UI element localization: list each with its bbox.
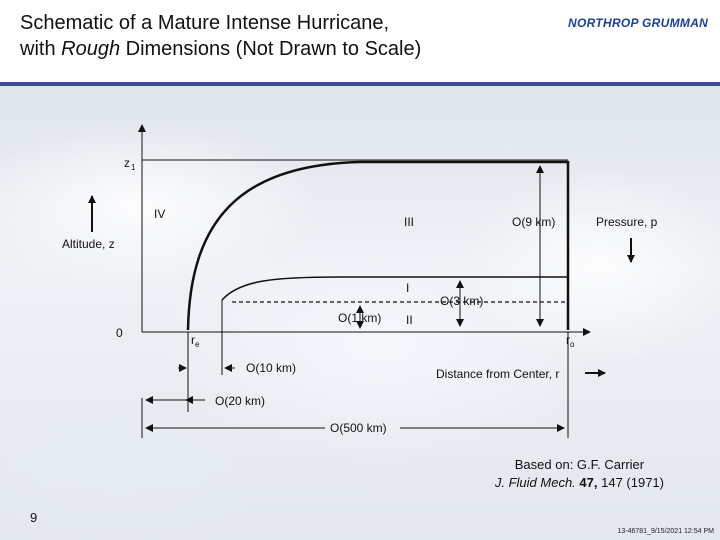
citation-reference: J. Fluid Mech. 47, 147 (1971) xyxy=(495,474,664,492)
region-iii-label: III xyxy=(404,215,414,229)
footer-code: 13-46781_9/15/2021 12:54 PM xyxy=(617,528,714,535)
page-number: 9 xyxy=(30,510,38,525)
distance-label: Distance from Center, r xyxy=(436,367,559,381)
o9km-label: O(9 km) xyxy=(512,215,555,229)
region-i-label: I xyxy=(406,281,409,295)
o1km-label: O(1 km) xyxy=(338,311,381,325)
o3km-label: O(3 km) xyxy=(440,294,483,308)
header-divider xyxy=(0,82,720,86)
o10km-label: O(10 km) xyxy=(246,361,296,375)
re-label: re xyxy=(191,333,200,349)
slide-title: Schematic of a Mature Intense Hurricane,… xyxy=(20,10,421,62)
z1-label: z1 xyxy=(124,156,136,172)
citation: Based on: G.F. Carrier J. Fluid Mech. 47… xyxy=(495,456,664,492)
upper-boundary-curve xyxy=(186,160,570,331)
boundary-layer-curve xyxy=(221,276,568,301)
region-iv-label: IV xyxy=(154,207,165,221)
title-line-2-pre: with xyxy=(20,38,62,60)
region-ii-label: II xyxy=(406,313,413,327)
citation-author: Based on: G.F. Carrier xyxy=(514,457,645,472)
ro-label: ro xyxy=(566,333,575,349)
title-line-2: with Rough Dimensions (Not Drawn to Scal… xyxy=(20,36,421,62)
altitude-label: Altitude, z xyxy=(62,237,115,251)
o20km-label: O(20 km) xyxy=(215,394,265,408)
citation-journal: J. Fluid Mech. xyxy=(494,475,576,490)
citation-volume: 47, xyxy=(579,475,598,490)
pressure-label: Pressure, p xyxy=(596,215,658,229)
title-line-2-post: Dimensions (Not Drawn to Scale) xyxy=(120,38,422,60)
o500km-label: O(500 km) xyxy=(330,421,387,435)
northrop-grumman-logo: NORTHROP GRUMMAN xyxy=(568,16,709,30)
citation-pages: 147 (1971) xyxy=(597,475,664,490)
title-line-2-italic: Rough xyxy=(61,38,121,60)
origin-label: 0 xyxy=(116,326,123,340)
title-line-1: Schematic of a Mature Intense Hurricane, xyxy=(20,12,390,34)
